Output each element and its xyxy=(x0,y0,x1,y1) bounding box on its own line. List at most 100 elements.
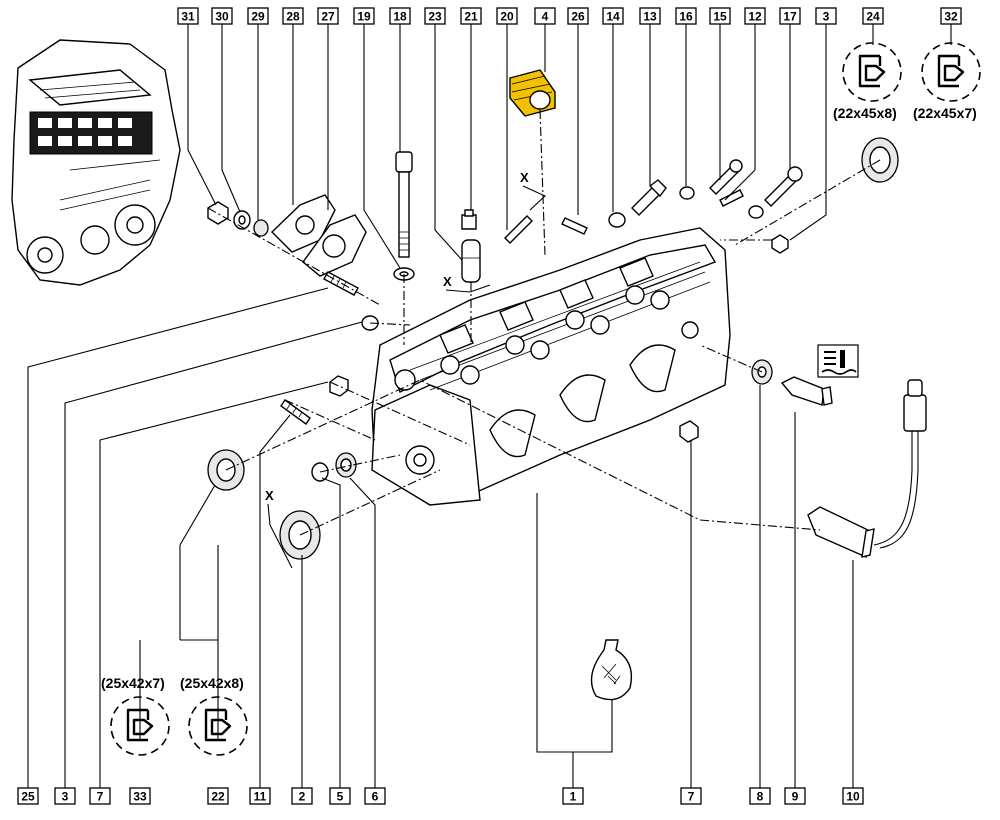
callout-box xyxy=(129,787,151,805)
callout-number: 25 xyxy=(21,790,35,804)
callout-number: 29 xyxy=(251,10,265,24)
seal-dimension-top-left: (22x45x8) xyxy=(833,105,897,121)
callout-box xyxy=(779,7,801,25)
coolant-temperature-icon xyxy=(817,344,859,378)
callout-box xyxy=(602,7,624,25)
callout-box xyxy=(424,7,446,25)
callout-box xyxy=(54,787,76,805)
part-nut-31 xyxy=(207,201,229,225)
callout-number: 20 xyxy=(500,10,514,24)
callout-box xyxy=(862,7,884,25)
callout-bottom-33: 33 xyxy=(129,787,151,805)
callout-number: 7 xyxy=(688,790,695,804)
callout-top-23: 23 xyxy=(424,7,446,25)
callout-number: 2 xyxy=(299,790,306,804)
part-bush-4-highlighted xyxy=(509,69,556,117)
callout-bottom-25: 25 xyxy=(17,787,39,805)
section-mark-x-1: X xyxy=(520,170,529,185)
oil-seal-icon xyxy=(126,708,154,742)
part-bolt-17 xyxy=(764,166,803,207)
callout-top-20: 20 xyxy=(496,7,518,25)
callout-number: 23 xyxy=(428,10,442,24)
callout-number: 15 xyxy=(713,10,727,24)
seal-detail-bottom-right xyxy=(188,696,248,756)
callout-box xyxy=(317,7,339,25)
callout-number: 24 xyxy=(866,10,880,24)
sealant-bag-icon xyxy=(590,639,633,701)
callout-box xyxy=(675,7,697,25)
callout-number: 6 xyxy=(372,790,379,804)
callout-bottom-11: 11 xyxy=(249,787,271,805)
callout-top-26: 26 xyxy=(567,7,589,25)
callout-number: 16 xyxy=(679,10,693,24)
callout-number: 27 xyxy=(321,10,335,24)
callout-box xyxy=(353,7,375,25)
part-bolt-13 xyxy=(631,179,667,216)
callout-box xyxy=(329,787,351,805)
oil-seal-icon xyxy=(858,54,886,88)
callout-number: 19 xyxy=(357,10,371,24)
callout-number: 5 xyxy=(337,790,344,804)
cylinder-head xyxy=(371,227,731,506)
callout-box xyxy=(177,7,199,25)
part-stud-26 xyxy=(561,217,588,235)
part-sender-9 xyxy=(780,376,833,406)
assembly-lines xyxy=(207,109,881,536)
callout-top-17: 17 xyxy=(779,7,801,25)
callout-box xyxy=(940,7,962,25)
callout-top-30: 30 xyxy=(211,7,233,25)
callout-top-29: 29 xyxy=(247,7,269,25)
callout-number: 4 xyxy=(542,10,549,24)
part-nut-3-right xyxy=(771,234,789,254)
callout-bottom-10: 10 xyxy=(842,787,864,805)
seal-detail-top-right xyxy=(921,42,981,102)
callout-bottom-1: 1 xyxy=(562,787,584,805)
callout-number: 33 xyxy=(133,790,147,804)
callout-top-28: 28 xyxy=(282,7,304,25)
callout-top-13: 13 xyxy=(639,7,661,25)
callout-box xyxy=(291,787,313,805)
callout-bottom-7: 7 xyxy=(89,787,111,805)
callout-bottom-3: 3 xyxy=(54,787,76,805)
part-seal-29 xyxy=(253,219,269,237)
callout-top-24: 24 xyxy=(862,7,884,25)
part-gasket-27 xyxy=(302,214,367,277)
callout-number: 30 xyxy=(215,10,229,24)
callout-box xyxy=(247,7,269,25)
callout-number: 31 xyxy=(181,10,195,24)
callout-box xyxy=(364,787,386,805)
callout-number: 12 xyxy=(748,10,762,24)
callout-box xyxy=(89,787,111,805)
callout-number: 26 xyxy=(571,10,585,24)
part-gasket-28 xyxy=(271,194,336,253)
callout-top-12: 12 xyxy=(744,7,766,25)
callout-top-31: 31 xyxy=(177,7,199,25)
callout-top-21: 21 xyxy=(460,7,482,25)
section-marks: X X X xyxy=(265,170,546,569)
callout-box xyxy=(207,787,229,805)
callout-box xyxy=(639,7,661,25)
callout-box xyxy=(749,787,771,805)
callout-box xyxy=(567,7,589,25)
callout-box xyxy=(460,7,482,25)
callout-box xyxy=(249,787,271,805)
part-bolt-18 xyxy=(395,151,413,258)
callout-bottom-22: 22 xyxy=(207,787,229,805)
engine-overview-icon xyxy=(11,39,181,286)
part-plug-21 xyxy=(461,209,477,230)
part-bolt-15 xyxy=(709,159,743,195)
callout-number: 18 xyxy=(393,10,407,24)
callout-top-14: 14 xyxy=(602,7,624,25)
callout-top-16: 16 xyxy=(675,7,697,25)
callout-box xyxy=(784,787,806,805)
oil-seal-icon xyxy=(204,708,232,742)
part-washer-17b xyxy=(748,205,764,219)
callout-number: 13 xyxy=(643,10,657,24)
part-washer-30 xyxy=(233,210,251,230)
part-stud-11 xyxy=(280,399,311,425)
callout-bottom-7: 7 xyxy=(680,787,702,805)
part-washer-16 xyxy=(679,186,695,200)
callout-number: 3 xyxy=(62,790,69,804)
part-nut-7-left xyxy=(329,375,349,397)
